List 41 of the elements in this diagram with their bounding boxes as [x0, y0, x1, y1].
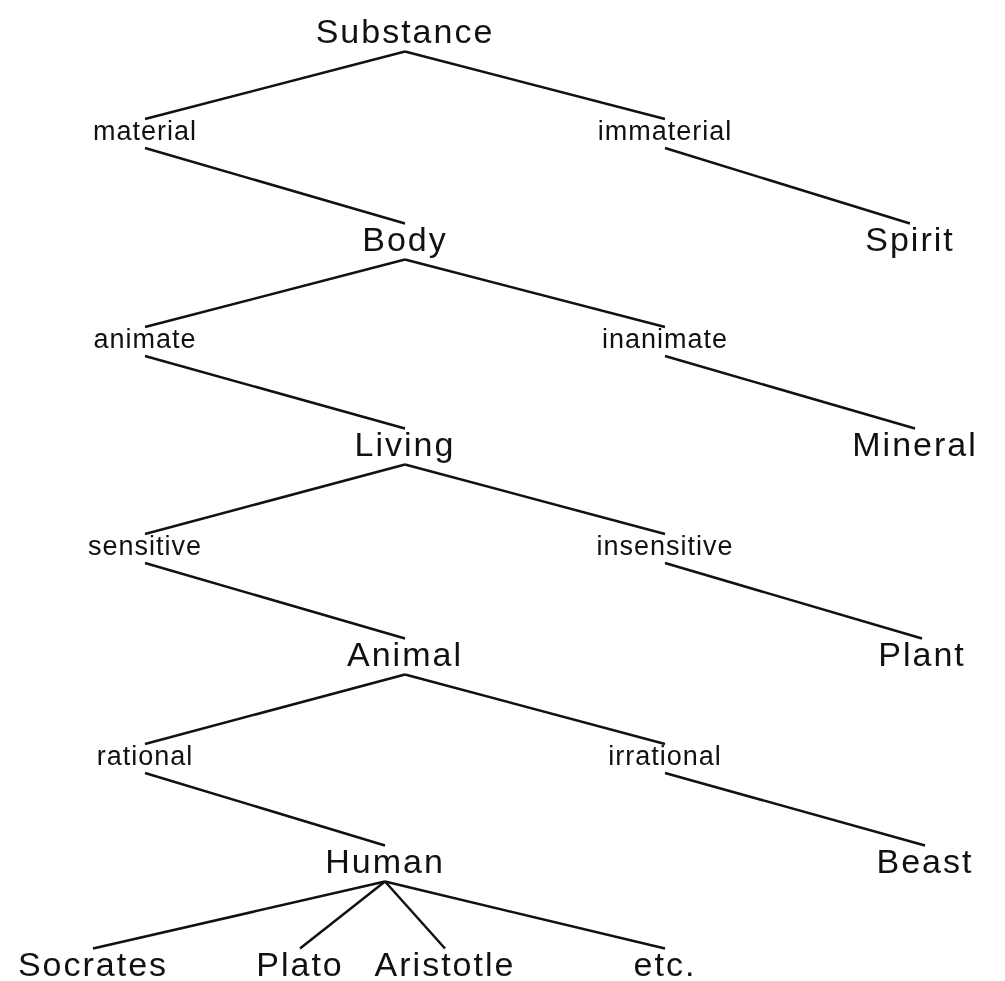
- connector-line: [664, 146, 911, 225]
- connector-line: [664, 561, 923, 640]
- connector-line: [664, 354, 916, 430]
- term-label: Aristotle: [374, 946, 516, 981]
- term-label: insensitive: [596, 532, 734, 562]
- term-label: Socrates: [17, 946, 169, 981]
- term-label: Substance: [315, 13, 495, 51]
- term-label: rational: [96, 742, 194, 772]
- connector-line: [144, 50, 406, 121]
- term-label: material: [93, 117, 197, 147]
- term-label: Body: [362, 221, 448, 259]
- term-label: Beast: [876, 843, 974, 881]
- connector-line: [384, 880, 666, 950]
- connector-line: [144, 258, 406, 329]
- term-label: animate: [93, 325, 197, 355]
- term-label: Spirit: [865, 221, 955, 259]
- connector-line: [404, 50, 666, 121]
- term-label: immaterial: [597, 117, 733, 147]
- term-label: Living: [354, 426, 456, 464]
- term-label: irrational: [608, 742, 722, 772]
- connector-line: [144, 146, 406, 225]
- term-label: Plato: [256, 946, 344, 981]
- connector-line: [144, 771, 386, 847]
- connector-line: [404, 258, 666, 329]
- connector-line: [144, 463, 406, 536]
- connector-line: [384, 880, 446, 950]
- term-label: Human: [325, 843, 445, 881]
- term-label: sensitive: [88, 532, 202, 562]
- term-label: etc.: [633, 946, 697, 981]
- connector-line: [144, 561, 406, 640]
- connector-line: [299, 880, 386, 950]
- term-label: Animal: [347, 636, 463, 674]
- term-label: Mineral: [852, 426, 978, 464]
- connector-line: [664, 771, 926, 847]
- connector-line: [404, 673, 666, 746]
- term-label: inanimate: [601, 325, 729, 355]
- connector-line: [92, 880, 386, 950]
- connector-line: [404, 463, 666, 536]
- term-label: Plant: [878, 636, 966, 674]
- connector-line: [144, 673, 406, 746]
- connector-line: [144, 354, 406, 430]
